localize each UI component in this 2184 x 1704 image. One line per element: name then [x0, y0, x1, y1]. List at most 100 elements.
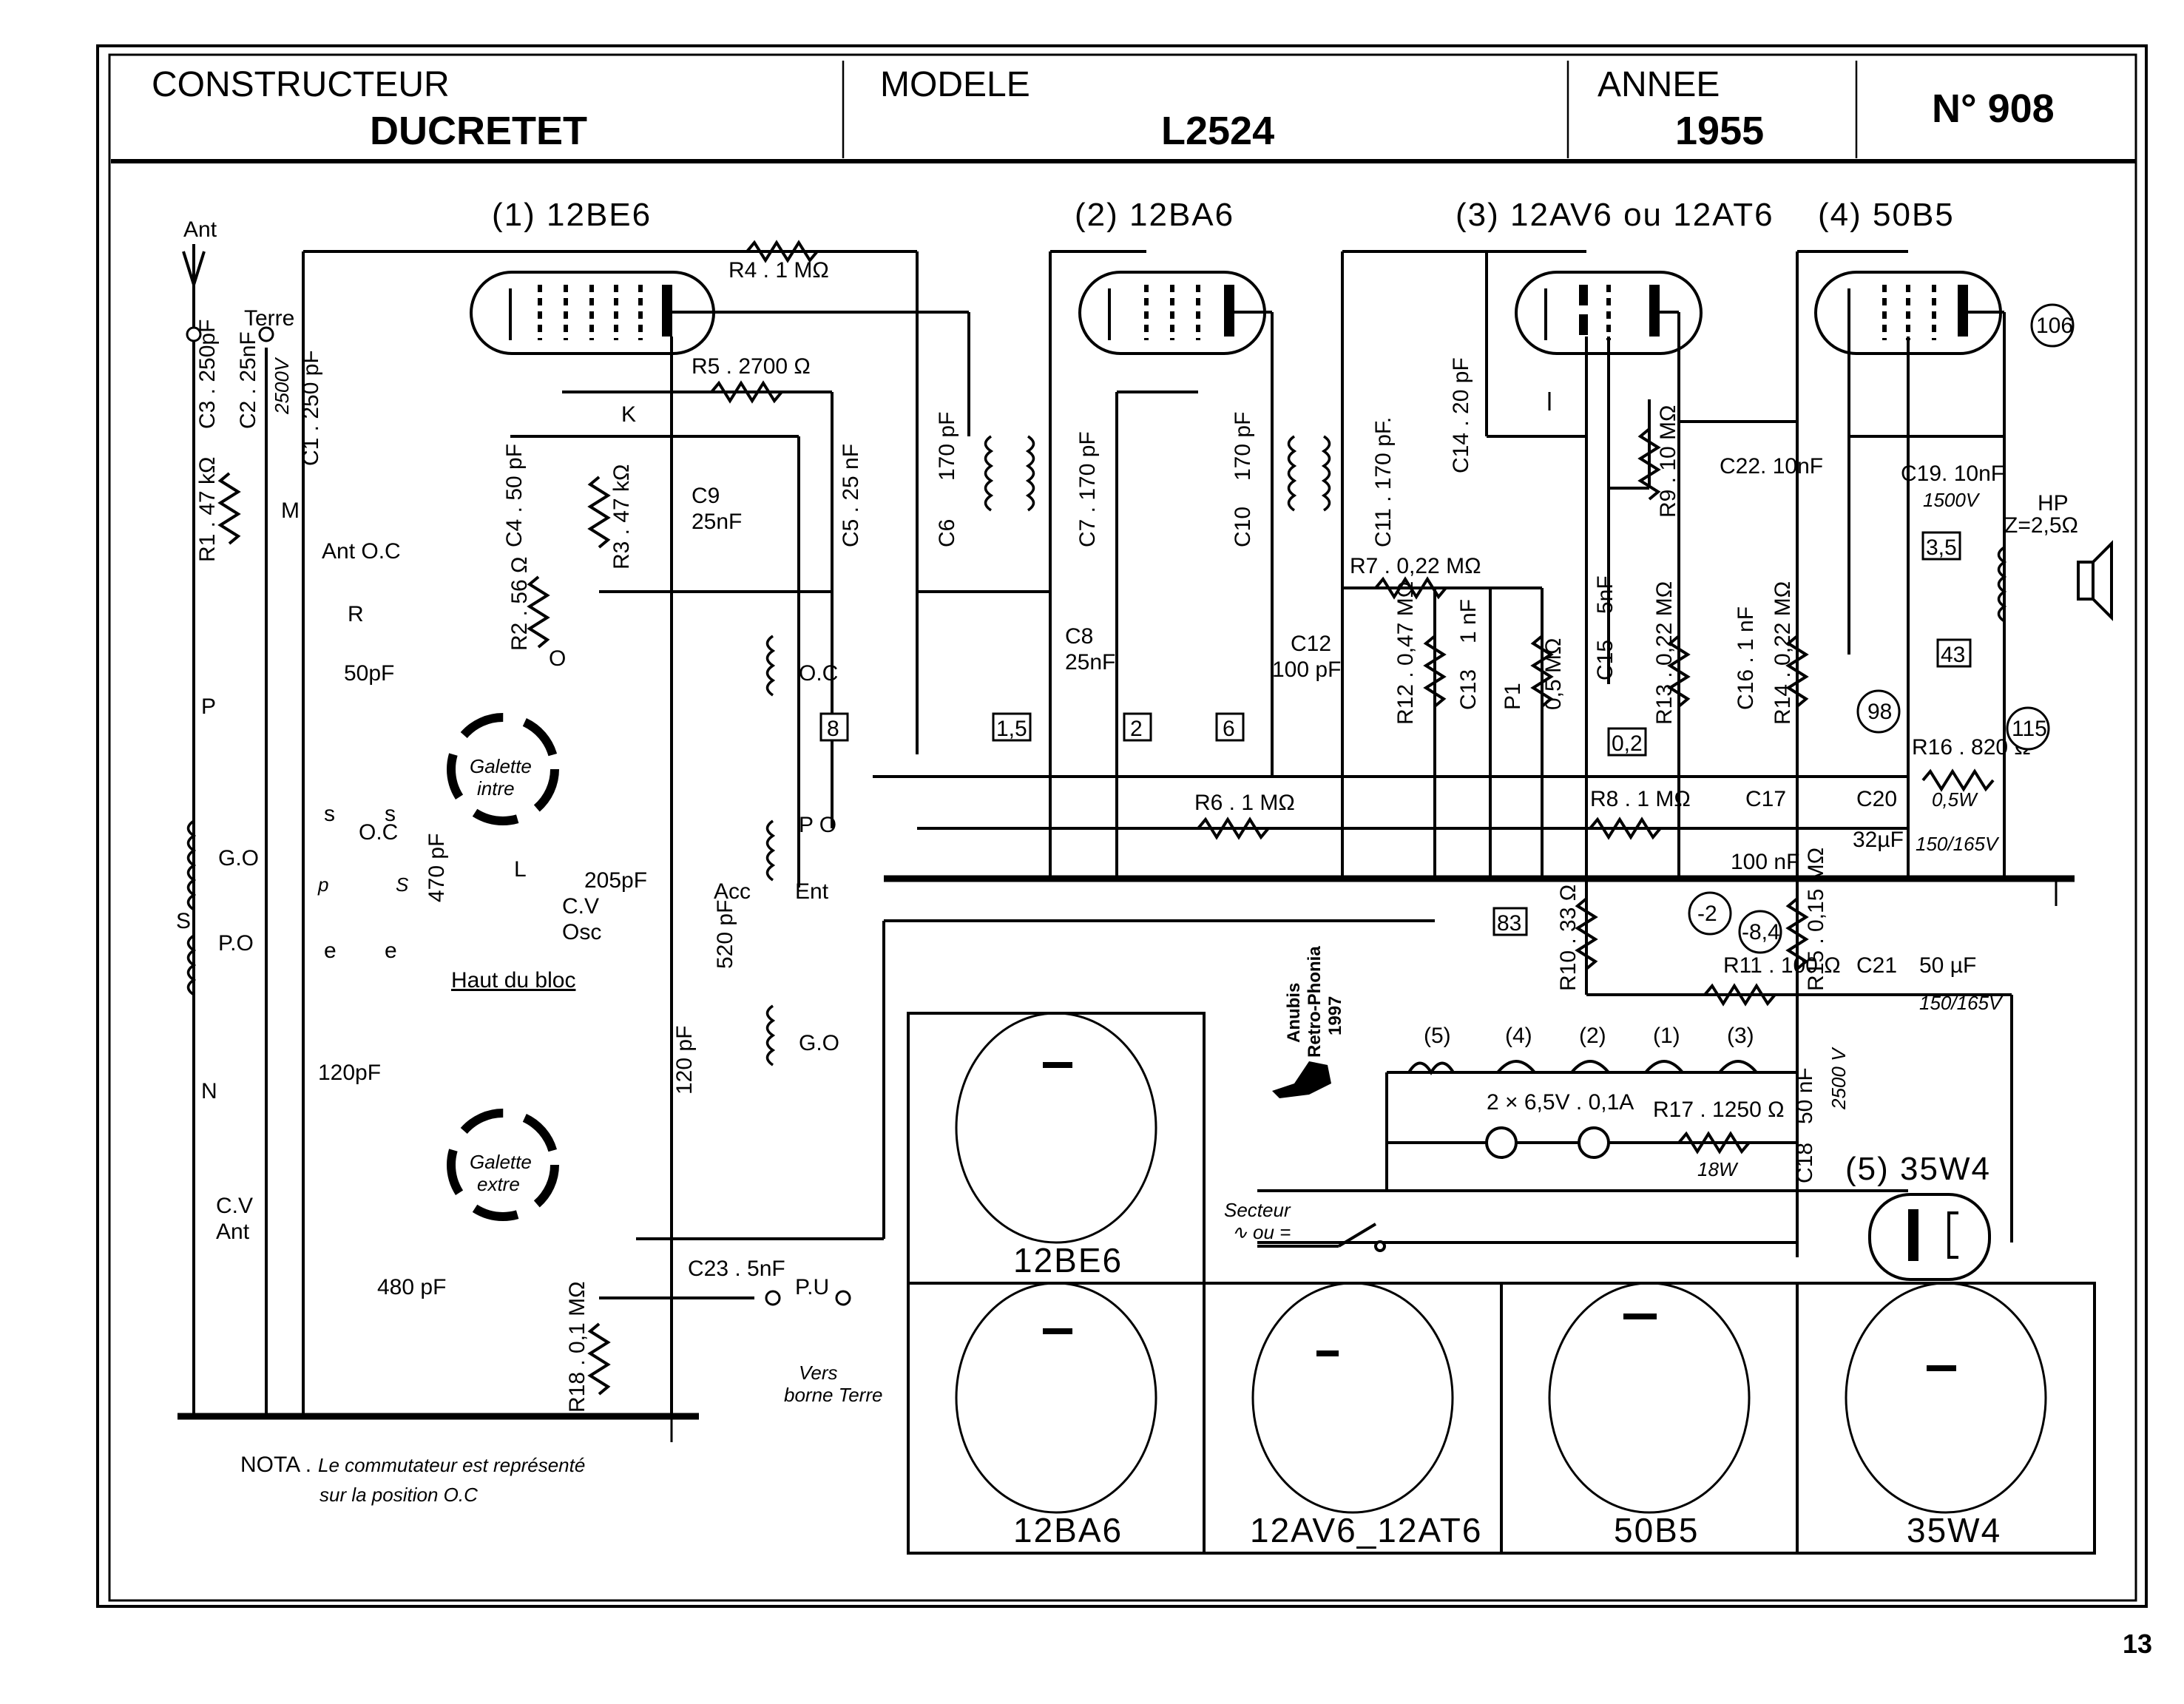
label-r6: R6 . 1 MΩ	[1194, 791, 1295, 815]
voltage-box: 1,5	[996, 717, 1027, 741]
model-label: MODELE	[880, 65, 1030, 104]
label-pilot-lamps: 2 × 6,5V . 0,1A	[1487, 1090, 1634, 1115]
resistor-r5	[710, 380, 783, 404]
label-c6: C6	[935, 519, 959, 547]
tube-title-12av6: (3) 12AV6 ou 12AT6	[1456, 197, 1774, 233]
resistor-r1	[217, 472, 241, 545]
label-terminal-r: R	[348, 602, 364, 626]
nota: NOTA . Le commutateur est représenté sur…	[240, 1453, 585, 1506]
label-c8-value: 25nF	[1065, 650, 1115, 674]
label-terminal-o: O	[549, 646, 566, 671]
label-c20-voltage: 150/165V	[1916, 833, 2000, 855]
label-terminal-k: K	[621, 402, 636, 427]
label-r17: R17 . 1250 Ω	[1653, 1098, 1785, 1122]
label-secteur: Secteur	[1224, 1199, 1291, 1221]
resistor-r4	[746, 240, 819, 263]
wafer-switch-outer	[447, 1109, 559, 1221]
label-c10-value: 170 pF	[1231, 412, 1255, 481]
switch-labels: Galette intre Galette extre Haut du bloc	[451, 755, 575, 1195]
tube-title-35w4: (5) 35W4	[1845, 1151, 1991, 1187]
label-c17: C17	[1745, 787, 1786, 811]
base-12av6	[1251, 1282, 1454, 1514]
label-c11: C11 . 170 pF.	[1371, 417, 1396, 547]
label-terminal-p: P	[201, 694, 216, 719]
heater-label: (1)	[1653, 1024, 1680, 1048]
tube-title-50b5: (4) 50B5	[1818, 197, 1955, 233]
label-borne-terre: borne Terre	[784, 1384, 882, 1406]
coil-output-transformer	[1997, 546, 2007, 623]
label-terminal-l: L	[514, 857, 527, 882]
label-vers: Vers	[799, 1362, 838, 1384]
label-coil-acc: Acc	[714, 879, 751, 904]
label-haut-du-bloc: Haut du bloc	[451, 968, 575, 993]
label-coil-po: P.O	[218, 931, 254, 956]
terminals	[186, 326, 851, 1306]
label-c19: C19. 10nF	[1901, 462, 2004, 486]
label-cap-205pf: 205pF	[584, 868, 647, 893]
label-cap-480pf: 480 pF	[377, 1275, 446, 1299]
base-title: 12BA6	[1013, 1511, 1123, 1549]
label-cv-ant-2: Ant	[216, 1220, 250, 1244]
label-c20: C20	[1856, 787, 1897, 811]
label-r15: R15 . 0,15 MΩ	[1804, 848, 1828, 991]
tube-title-12be6: (1) 12BE6	[492, 197, 652, 233]
credit-line-3: 1997	[1325, 996, 1345, 1035]
label-c9: C9	[692, 484, 720, 508]
label-galette-ext: Galette	[470, 1151, 532, 1173]
label-c9-value: 25nF	[692, 510, 742, 534]
label-c1: C1 . 250 pF	[299, 350, 323, 466]
heater-label: (3)	[1727, 1024, 1754, 1048]
component-labels: R4 . 1 MΩ R5 . 2700 Ω R6 . 1 MΩ R7 . 0,2…	[195, 258, 2031, 1413]
coil-labels: G.O P.O O.C O.C P O Ent Acc G.O p S s s …	[218, 661, 839, 1055]
resistor-r18	[587, 1322, 611, 1396]
power-switch	[1257, 1223, 1386, 1252]
base-title: 12BE6	[1013, 1241, 1123, 1279]
label-coil-p: p	[317, 873, 328, 896]
tube-12av6	[1515, 271, 1703, 355]
label-galette-int: Galette	[470, 755, 532, 777]
label-cv-osc: C.V	[562, 894, 599, 919]
tube-title-12ba6: (2) 12BA6	[1075, 197, 1234, 233]
label-coil-s1: s	[324, 802, 335, 826]
resistor-r10	[1575, 897, 1598, 970]
label-ant: Ant	[183, 217, 217, 242]
label-c3: C3 . 250pF	[195, 320, 220, 429]
resistor-r14	[1785, 635, 1809, 708]
label-c17-value: 100 nF	[1731, 850, 1799, 874]
label-terminal-pu: P.U	[795, 1275, 829, 1299]
label-r4: R4 . 1 MΩ	[728, 258, 829, 283]
label-c19-voltage: 1500V	[1923, 489, 1981, 511]
label-r18: R18 . 0,1 MΩ	[565, 1282, 589, 1413]
nota-line-1: Le commutateur est représenté	[318, 1454, 585, 1476]
heater-label: (5)	[1424, 1024, 1451, 1048]
label-c7: C7 . 170 pF	[1075, 431, 1100, 547]
label-c15: C15	[1593, 640, 1617, 680]
label-r2: R2 . 56 Ω	[507, 557, 532, 652]
coil-osc-go	[765, 1004, 776, 1066]
resistor-symbols	[217, 240, 1995, 1396]
nota-label: NOTA .	[240, 1453, 311, 1477]
label-c2-voltage: 2500V	[271, 356, 293, 415]
year-label: ANNEE	[1598, 65, 1720, 104]
label-cap-50pf: 50pF	[344, 661, 394, 686]
voltage-circle: -8,4	[1742, 920, 1780, 944]
resistor-r15	[1785, 897, 1809, 970]
terminal-ant	[186, 326, 202, 342]
label-c12-value: 100 pF	[1272, 657, 1341, 682]
coil-osc-oc	[765, 635, 776, 697]
title-block: CONSTRUCTEUR DUCRETET MODELE L2524 ANNEE…	[152, 65, 2055, 153]
label-c21-voltage: 150/165V	[1919, 992, 2004, 1014]
label-c5: C5 . 25 nF	[839, 444, 863, 547]
resistor-r16	[1921, 768, 1995, 792]
label-secteur-2: ∿ ou =	[1231, 1221, 1291, 1243]
base-diagrams: 12BE6 12BA6 12AV6_12AT6 50B5 35W4	[907, 1012, 2096, 1555]
label-galette-int-2: intre	[477, 777, 515, 799]
label-c16: C16 . 1 nF	[1734, 606, 1758, 710]
resistor-r11	[1703, 983, 1776, 1007]
base-12be6	[955, 1012, 1157, 1244]
tube-35w4	[1868, 1193, 1991, 1281]
label-hp: HP	[2038, 491, 2069, 515]
label-c22: C22. 10nF	[1720, 454, 1823, 479]
label-galette-ext-2: extre	[477, 1173, 520, 1195]
